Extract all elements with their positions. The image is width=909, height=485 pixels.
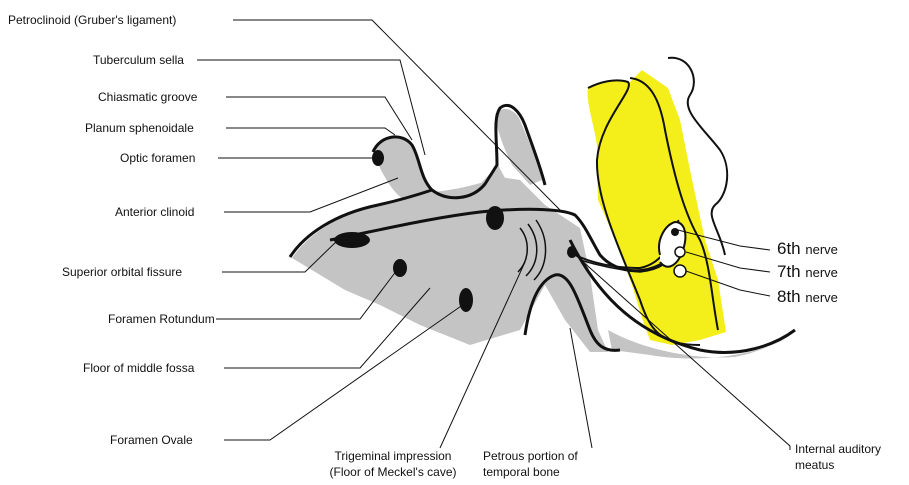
sixth-nerve-number: 6th	[777, 239, 801, 258]
label-seventh-nerve: 7th nerve	[777, 263, 838, 282]
optic-foramen-dot	[372, 150, 384, 166]
leader-planum	[226, 128, 395, 135]
label-superior-orbital-fissure: Superior orbital fissure	[62, 265, 182, 279]
label-trigeminal-line1: Trigeminal impression	[308, 449, 478, 463]
label-trigeminal-line2: (Floor of Meckel's cave)	[308, 465, 478, 479]
seventh-nerve-word: nerve	[805, 265, 838, 280]
leader-chiasmatic	[226, 97, 412, 140]
label-iam-line2: meatus	[795, 458, 881, 472]
label-foramen-ovale: Foramen Ovale	[110, 433, 193, 447]
label-petrous-line1: Petrous portion of	[483, 449, 578, 463]
eighth-nerve-circle	[674, 265, 686, 277]
label-petrous-line2: temporal bone	[483, 465, 578, 479]
label-petrous-portion: Petrous portion of temporal bone	[483, 449, 578, 479]
seventh-nerve-number: 7th	[777, 262, 801, 281]
eighth-nerve-number: 8th	[777, 287, 801, 306]
eighth-nerve-word: nerve	[805, 290, 838, 305]
cavernous-dot	[486, 206, 504, 230]
label-optic-foramen: Optic foramen	[120, 151, 195, 165]
petrous-yellow-region	[588, 70, 726, 345]
seventh-nerve-circle	[675, 247, 685, 257]
label-foramen-rotundum: Foramen Rotundum	[108, 312, 215, 326]
ovale-dot	[459, 288, 473, 312]
sixth-nerve-word: nerve	[805, 242, 838, 257]
label-internal-auditory-meatus: Internal auditory meatus	[795, 442, 881, 472]
label-floor-middle-fossa: Floor of middle fossa	[83, 361, 194, 375]
label-planum-sphenoidale: Planum sphenoidale	[85, 121, 194, 135]
label-chiasmatic-groove: Chiasmatic groove	[98, 90, 197, 104]
label-petroclinoid: Petroclinoid (Gruber's ligament)	[8, 13, 176, 27]
label-trigeminal-impression: Trigeminal impression (Floor of Meckel's…	[308, 449, 478, 479]
label-anterior-clinoid: Anterior clinoid	[115, 205, 194, 219]
label-tuberculum-sella: Tuberculum sella	[93, 53, 184, 67]
label-sixth-nerve: 6th nerve	[777, 240, 838, 259]
superior-orbital-fissure-dot	[334, 232, 370, 248]
sixth-nerve-circle	[671, 228, 679, 236]
rotundum-dot	[393, 259, 407, 277]
label-iam-line1: Internal auditory	[795, 442, 881, 456]
label-eighth-nerve: 8th nerve	[777, 288, 838, 307]
